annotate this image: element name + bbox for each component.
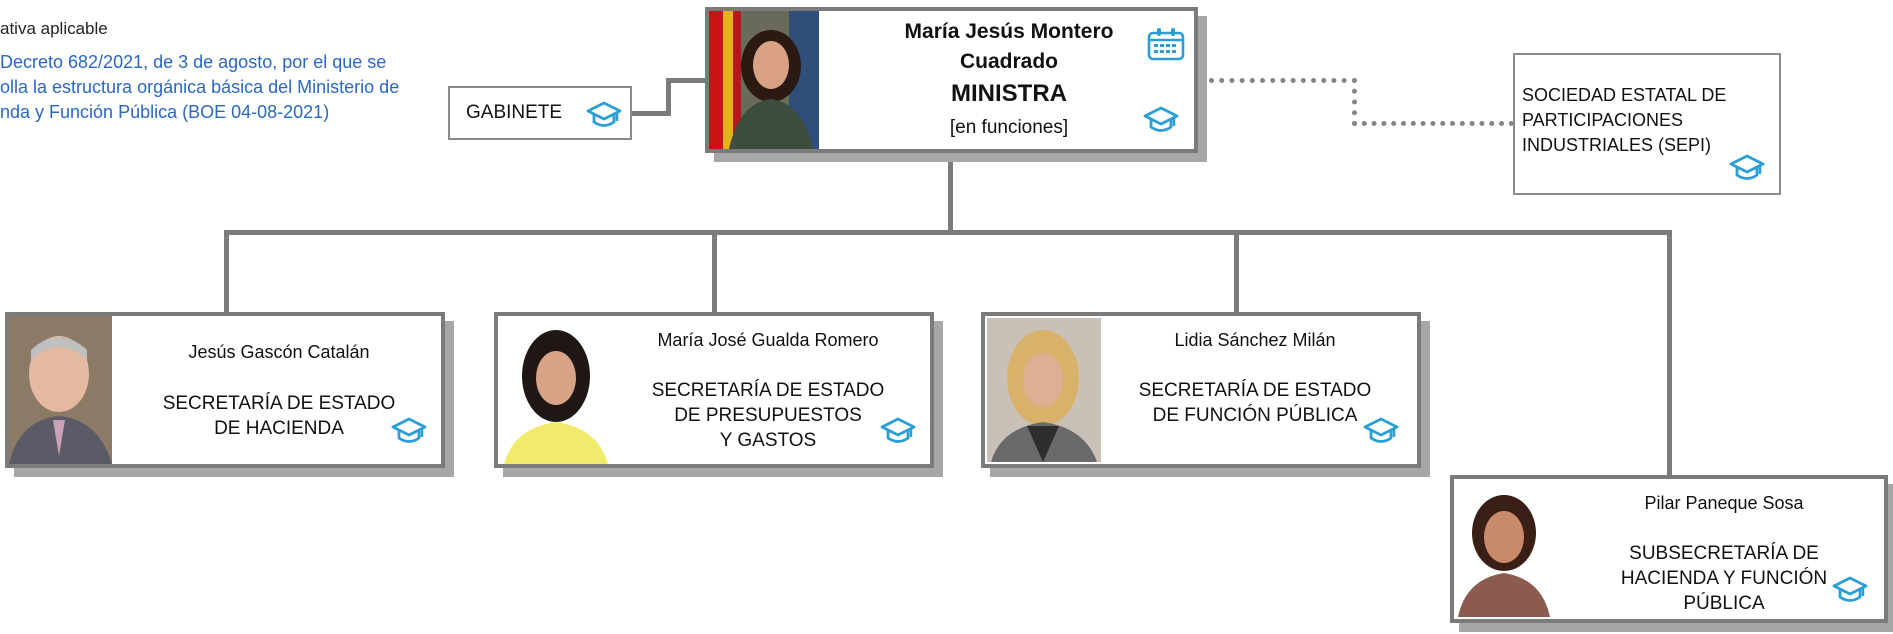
graduation-cap-icon[interactable] — [1729, 153, 1765, 183]
minister-name-line2: Cuadrado — [959, 50, 1058, 73]
legal-heading: ativa aplicable — [0, 19, 108, 38]
connector-minister-down — [948, 155, 953, 233]
person-photo — [9, 316, 112, 464]
graduation-cap-icon[interactable] — [880, 416, 916, 446]
graduation-cap-icon[interactable] — [586, 100, 622, 130]
graduation-cap-icon[interactable] — [1143, 105, 1179, 135]
legal-text[interactable]: Decreto 682/2021, de 3 de agosto, por el… — [0, 50, 434, 125]
connector-drop-1 — [224, 230, 229, 313]
person-name: Lidia Sánchez Milán — [1174, 330, 1336, 350]
unit-title-line: HACIENDA Y FUNCIÓN — [1620, 568, 1828, 589]
gabinete-box[interactable]: GABINETE — [448, 86, 632, 140]
connector-sepi-dotted-2 — [1352, 78, 1357, 126]
person-name: María José Gualda Romero — [657, 330, 879, 350]
legal-line[interactable]: olla la estructura orgánica básica del M… — [0, 77, 400, 97]
person-photo — [987, 318, 1101, 462]
unit-title-line: Y GASTOS — [719, 430, 817, 451]
minister-status: [en funciones] — [949, 117, 1069, 138]
unit-box-subsecretaria[interactable]: Pilar Paneque Sosa SUBSECRETARÍA DE HACI… — [1450, 475, 1888, 623]
person-photo — [500, 318, 612, 464]
connector-drop-3 — [1234, 230, 1239, 313]
connector-drop-2 — [712, 230, 717, 313]
graduation-cap-icon[interactable] — [391, 416, 427, 446]
connector-sepi-dotted-3 — [1352, 121, 1514, 126]
unit-box-hacienda[interactable]: Jesús Gascón Catalán SECRETARÍA DE ESTAD… — [5, 312, 445, 468]
minister-box[interactable]: María Jesús Montero Cuadrado MINISTRA [e… — [705, 7, 1198, 153]
connector-gabinete-h1 — [630, 111, 670, 116]
unit-title-line: DE HACIENDA — [214, 418, 344, 439]
minister-name-line1: María Jesús Montero — [904, 20, 1114, 43]
unit-title-line: DE FUNCIÓN PÚBLICA — [1152, 405, 1358, 426]
calendar-icon[interactable] — [1147, 27, 1185, 61]
person-name: Pilar Paneque Sosa — [1644, 493, 1804, 513]
connector-horizontal-bus — [224, 230, 1672, 235]
legal-line[interactable]: Decreto 682/2021, de 3 de agosto, por el… — [0, 52, 387, 72]
sepi-box[interactable]: SOCIEDAD ESTATAL DE PARTICIPACIONES INDU… — [1513, 53, 1781, 195]
unit-box-presupuestos[interactable]: María José Gualda Romero SECRETARÍA DE E… — [494, 312, 934, 468]
person-photo — [1456, 481, 1552, 617]
legal-line[interactable]: nda y Función Pública (BOE 04-08-2021) — [0, 102, 330, 122]
sepi-line: INDUSTRIALES (SEPI) — [1522, 135, 1712, 155]
graduation-cap-icon[interactable] — [1363, 416, 1399, 446]
minister-title: MINISTRA — [951, 80, 1067, 107]
minister-photo — [709, 11, 819, 149]
sepi-line: SOCIEDAD ESTATAL DE — [1522, 85, 1727, 105]
unit-box-funcion-publica[interactable]: Lidia Sánchez Milán SECRETARÍA DE ESTADO… — [981, 312, 1421, 468]
connector-gabinete-v — [666, 78, 671, 116]
gabinete-label: GABINETE — [466, 102, 563, 123]
connector-sepi-dotted-1 — [1209, 78, 1357, 83]
unit-title-line: DE PRESUPUESTOS — [674, 405, 862, 426]
connector-gabinete-h2 — [666, 78, 706, 83]
unit-title-line: SECRETARÍA DE ESTADO — [1138, 380, 1372, 401]
unit-title-line: PÚBLICA — [1683, 593, 1765, 614]
unit-title-line: SECRETARÍA DE ESTADO — [162, 393, 396, 414]
sepi-line: PARTICIPACIONES — [1522, 110, 1684, 130]
graduation-cap-icon[interactable] — [1832, 575, 1868, 605]
connector-drop-4 — [1667, 230, 1672, 476]
person-name: Jesús Gascón Catalán — [188, 342, 370, 362]
unit-title-line: SECRETARÍA DE ESTADO — [651, 380, 885, 401]
unit-title-line: SUBSECRETARÍA DE — [1629, 543, 1819, 564]
